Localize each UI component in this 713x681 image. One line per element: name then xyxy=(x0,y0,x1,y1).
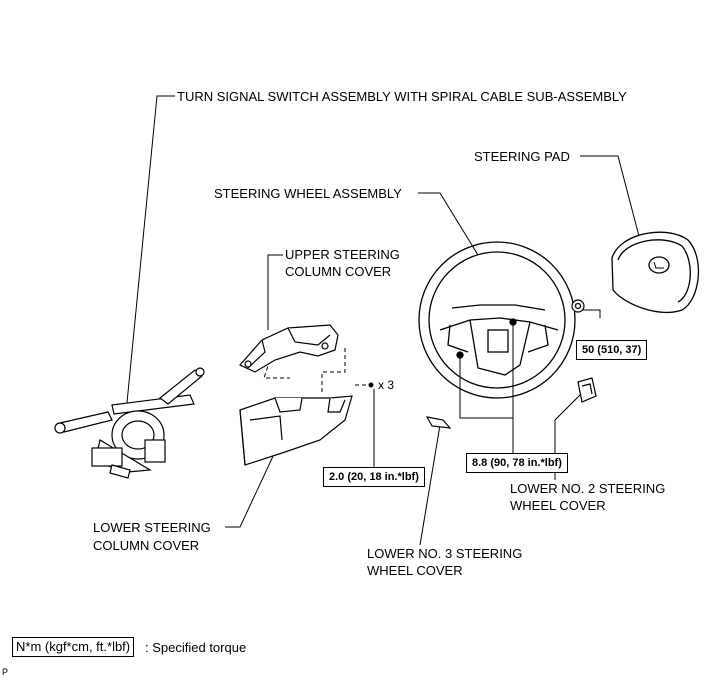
leader-lower-no3 xyxy=(419,424,441,546)
label-steering-wheel: STEERING WHEEL ASSEMBLY xyxy=(214,186,402,201)
label-lower-no2-line2: WHEEL COVER xyxy=(510,498,606,513)
torque-wheel-bolt: 8.8 (90, 78 in.*lbf) xyxy=(466,453,568,473)
label-turn-signal-switch: TURN SIGNAL SWITCH ASSEMBLY WITH SPIRAL … xyxy=(177,89,627,104)
leader-torque-nut xyxy=(583,309,601,318)
label-upper-cover-line2: COLUMN COVER xyxy=(285,264,392,279)
label-lower-no2-line1: LOWER NO. 2 STEERING xyxy=(510,481,666,496)
label-lower-cover-line2: COLUMN COVER xyxy=(93,538,200,553)
legend-text: : Specified torque xyxy=(145,640,247,655)
lower-no3-cover-illustration xyxy=(425,416,452,429)
lower-no2-cover-illustration xyxy=(577,377,597,403)
label-screw-count: x 3 xyxy=(378,378,395,392)
label-upper-cover-line1: UPPER STEERING xyxy=(285,247,400,262)
leader-upper-cover xyxy=(267,254,283,330)
steering-pad-illustration xyxy=(611,231,700,314)
corner-mark: P xyxy=(2,667,9,677)
label-lower-cover-line1: LOWER STEERING xyxy=(93,520,211,535)
steering-wheel-illustration xyxy=(418,241,576,399)
torque-column-screw: 2.0 (20, 18 in.*lbf) xyxy=(323,467,425,487)
leader-lower-cover xyxy=(225,451,276,528)
wheel-nut-illustration xyxy=(571,299,585,313)
leader-steering-wheel xyxy=(418,192,479,256)
label-lower-no3-line2: WHEEL COVER xyxy=(367,563,463,578)
label-lower-no3-line1: LOWER NO. 3 STEERING xyxy=(367,546,523,561)
column-screws xyxy=(368,382,374,388)
turn-signal-switch-illustration xyxy=(54,367,205,479)
leader-turn-signal xyxy=(124,95,175,424)
dashed-cover-align xyxy=(321,348,346,395)
torque-wheel-nut: 50 (510, 37) xyxy=(576,340,648,360)
lower-column-cover-illustration xyxy=(239,395,353,466)
label-steering-pad: STEERING PAD xyxy=(474,149,570,164)
leader-steering-pad xyxy=(580,155,641,241)
leader-torque-wheel xyxy=(459,358,514,455)
upper-column-cover-illustration xyxy=(239,324,339,373)
legend-unit-box: N*m (kgf*cm, ft.*lbf) xyxy=(12,637,135,657)
